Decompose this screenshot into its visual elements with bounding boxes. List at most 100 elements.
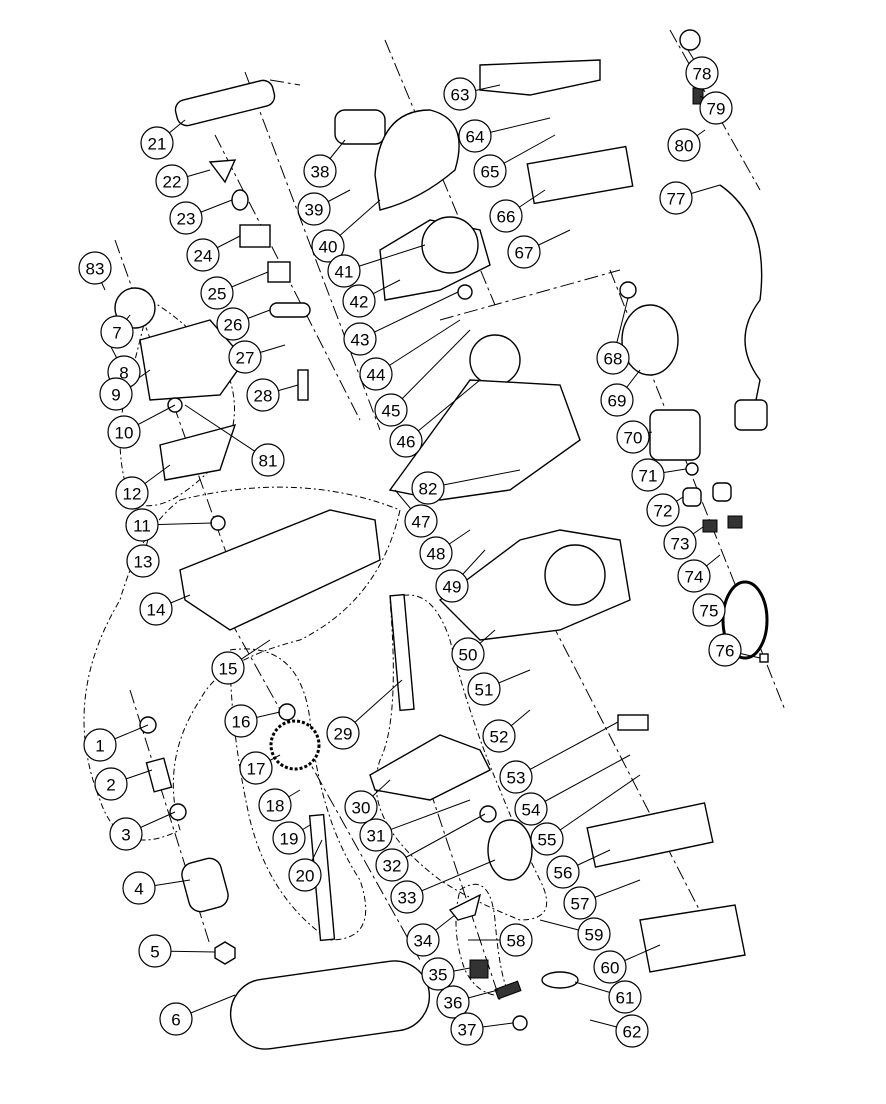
callout-65: 65 [473, 154, 507, 188]
callout-number: 14 [147, 601, 166, 620]
part-stator-70 [649, 409, 701, 461]
callout-circle [616, 420, 650, 454]
callout-66: 66 [489, 199, 523, 233]
callout-circle [473, 154, 507, 188]
part-26 [269, 302, 311, 318]
leader-line-43 [359, 291, 459, 340]
callout-27: 27 [228, 340, 262, 374]
callout-number: 66 [497, 208, 516, 227]
callout-circle [139, 592, 173, 626]
callout-number: 1 [95, 737, 104, 756]
callout-number: 35 [429, 966, 448, 985]
callout-circle [600, 383, 634, 417]
callout-circle [699, 91, 733, 125]
callout-circle [577, 917, 611, 951]
callout-34: 34 [406, 923, 440, 957]
callout-number: 59 [585, 926, 604, 945]
part-28 [297, 369, 309, 401]
callout-circle [122, 871, 156, 905]
callout-circle [563, 886, 597, 920]
callout-5: 5 [138, 934, 172, 968]
callout-75: 75 [692, 593, 726, 627]
callout-39: 39 [297, 192, 331, 226]
callout-number: 8 [119, 364, 128, 383]
callout-circle [115, 476, 149, 510]
callout-68: 68 [596, 341, 630, 375]
callout-number: 24 [194, 247, 213, 266]
callout-number: 43 [351, 331, 370, 350]
callout-number: 65 [481, 163, 500, 182]
callout-number: 37 [458, 1021, 477, 1040]
callout-number: 27 [236, 349, 255, 368]
callout-29: 29 [326, 716, 360, 750]
callout-67: 67 [507, 235, 541, 269]
callout-circle [421, 957, 455, 991]
part-43 [457, 284, 473, 300]
callout-number: 13 [134, 553, 153, 572]
part-cover-14 [179, 509, 381, 631]
callout-circle [450, 1012, 484, 1046]
callout-43: 43 [343, 322, 377, 356]
callout-number: 2 [106, 776, 115, 795]
callout-number: 30 [352, 799, 371, 818]
callout-83: 83 [78, 251, 112, 285]
callout-number: 28 [254, 387, 273, 406]
part-plate-12 [159, 423, 237, 481]
callout-circle [514, 792, 548, 826]
callout-69: 69 [600, 383, 634, 417]
callout-number: 41 [335, 263, 354, 282]
callout-circle [411, 471, 445, 505]
callout-53: 53 [499, 760, 533, 794]
part-24 [239, 224, 271, 248]
part-35 [469, 959, 489, 979]
callout-circle [436, 985, 470, 1019]
part-3 [169, 803, 187, 821]
callout-number: 5 [150, 943, 159, 962]
leader-line-45 [390, 329, 471, 411]
callout-circle [685, 56, 719, 90]
callout-number: 3 [121, 826, 130, 845]
callout-40: 40 [311, 229, 345, 263]
callout-62: 62 [615, 1014, 649, 1048]
callout-76: 76 [708, 633, 742, 667]
callout-circle [489, 199, 523, 233]
callout-circle [342, 284, 376, 318]
callout-circle [246, 378, 280, 412]
callout-circle [107, 415, 141, 449]
callout-number: 11 [133, 517, 151, 536]
callout-circle [499, 923, 533, 957]
callout-circle [327, 254, 361, 288]
leader-line-54 [530, 754, 631, 810]
callout-50: 50 [451, 637, 485, 671]
part-roller-33 [487, 819, 533, 881]
callout-32: 32 [375, 848, 409, 882]
callout-circle [258, 788, 292, 822]
callout-55: 55 [530, 822, 564, 856]
callout-44: 44 [359, 357, 393, 391]
callout-circle [99, 377, 133, 411]
callout-circle [186, 238, 220, 272]
callout-36: 36 [436, 985, 470, 1019]
callout-circle [94, 767, 128, 801]
callout-21: 21 [140, 126, 174, 160]
callout-54: 54 [514, 792, 548, 826]
callout-number: 55 [538, 831, 557, 850]
part-32 [479, 805, 497, 823]
part-46 [469, 334, 521, 386]
callout-4: 4 [122, 871, 156, 905]
callout-45: 45 [374, 393, 408, 427]
part-68 [619, 281, 637, 299]
callout-circle [228, 340, 262, 374]
callout-57: 57 [563, 886, 597, 920]
part-plate-63 [479, 59, 601, 96]
callout-47: 47 [404, 504, 438, 538]
callout-number: 32 [383, 857, 402, 876]
callout-number: 52 [490, 728, 509, 747]
part-72b [712, 482, 732, 502]
part-armature-69 [621, 304, 679, 376]
callout-circle [169, 201, 203, 235]
callout-circle [200, 276, 234, 310]
callout-number: 9 [111, 386, 120, 405]
callout-number: 80 [675, 137, 694, 156]
part-label-38 [334, 109, 386, 145]
